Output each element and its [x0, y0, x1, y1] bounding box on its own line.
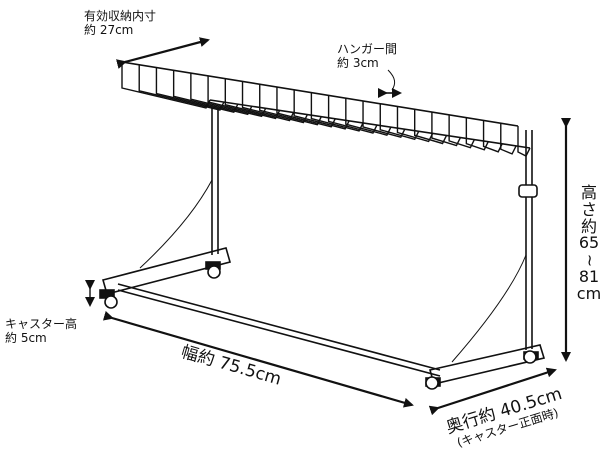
hanger-rung [345, 98, 392, 136]
hanger-rung [448, 114, 475, 149]
caster-rear-right [523, 350, 539, 364]
hanger-rung [310, 92, 364, 132]
dimension-arrows [85, 37, 571, 416]
hanger-rung [465, 117, 489, 151]
base-frame [102, 108, 546, 385]
hanger-rung [327, 95, 378, 134]
hanger-gap-pointer [387, 69, 396, 91]
height-label: 高 さ 約 65 ~ 81 cm [576, 183, 600, 303]
hanger-rung [396, 106, 434, 143]
hanger-rung [500, 123, 517, 155]
hanger-rungs [121, 62, 531, 157]
hanger-rung [431, 112, 462, 147]
hanger-rung [276, 87, 336, 128]
hanger-rung [482, 120, 503, 153]
caster-height-label: キャスター高 約 5cm [5, 317, 78, 345]
hanger-rung [362, 100, 406, 139]
storage-width-arrow [115, 37, 210, 69]
storage-width-label: 有効収納内寸 約 27cm [84, 9, 157, 37]
width-arrow [102, 310, 414, 408]
caster-front-left [99, 289, 118, 309]
caster-rear-left [205, 261, 221, 279]
hanger-gap-label: ハンガー間 約 3cm [337, 42, 398, 70]
depth-arrow [428, 367, 557, 416]
top-frame [121, 61, 531, 149]
caster-front-right [425, 376, 441, 390]
hanger-rung [517, 126, 531, 157]
hanger-rung [413, 109, 448, 145]
